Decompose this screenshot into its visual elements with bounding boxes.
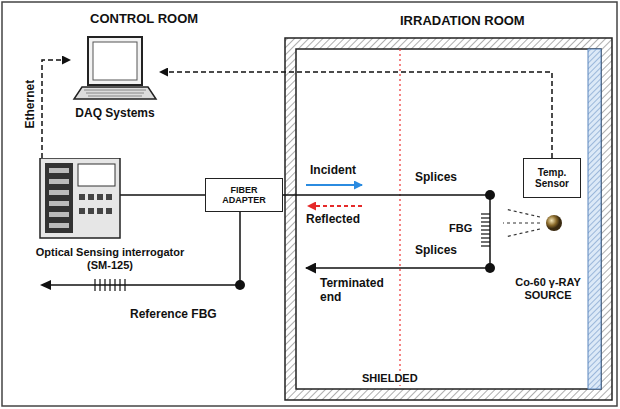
laptop-keys <box>88 96 142 97</box>
node-text: Optical Sensing interrogator (SM-125) <box>25 246 195 271</box>
device-screen <box>78 164 115 186</box>
device-button <box>88 194 94 200</box>
fiber-connector <box>195 194 205 196</box>
device-button <box>97 194 103 200</box>
grating-tick <box>481 237 490 238</box>
shield-wall <box>285 38 612 400</box>
grating-tick <box>481 225 490 226</box>
grating-tick <box>114 279 115 291</box>
room-heading: CONTROL ROOM <box>90 11 198 27</box>
fiber-end-label: Terminated end <box>320 276 390 305</box>
fiber <box>49 284 232 286</box>
device-slot <box>49 179 69 184</box>
source-icon <box>510 208 586 276</box>
daq-computer: DAQ Systems <box>70 35 160 121</box>
laptop-base <box>74 87 156 99</box>
gamma-source-node: Co-60 γ-RAY SOURCE <box>510 208 586 301</box>
boundary-line <box>399 49 400 389</box>
laptop-screen <box>88 37 142 85</box>
laptop-icon <box>70 35 160 103</box>
sensor-box: Temp. Sensor <box>523 158 581 198</box>
splice-dot <box>485 263 495 273</box>
grating-tick <box>99 279 100 291</box>
fiber-connector <box>283 195 490 208</box>
fiber-stub <box>120 194 195 196</box>
gamma-ray <box>503 222 540 223</box>
device-body <box>40 158 120 238</box>
link-label: Ethernet <box>23 74 37 134</box>
grating-tick <box>94 279 95 291</box>
outer-frame <box>2 2 617 406</box>
grating-tick <box>104 279 105 291</box>
node-text: DAQ Systems <box>70 107 160 121</box>
splice-label: Splices <box>415 170 457 184</box>
incident-arrow <box>306 184 362 186</box>
laptop-display <box>93 42 137 80</box>
gamma-source <box>546 215 562 231</box>
device-slot <box>49 212 69 217</box>
grating-tick <box>481 245 490 246</box>
grating-tick <box>481 213 490 214</box>
signal-label: Reflected <box>306 212 360 226</box>
grating-tick <box>119 279 120 291</box>
node-text: FBG <box>445 208 495 235</box>
laptop-keys <box>86 93 144 94</box>
signal-label: Incident <box>310 163 356 177</box>
device-slot <box>49 190 69 195</box>
node-text: Temp. Sensor <box>527 167 577 190</box>
gamma-ray <box>505 209 540 217</box>
grating-tick <box>124 279 125 291</box>
device-button <box>88 208 94 214</box>
adapter-box: FIBER ADAPTER <box>205 178 283 212</box>
splice-label: Splices <box>415 243 457 257</box>
node-text: Co-60 γ-RAY SOURCE <box>510 276 586 301</box>
fiber-connector <box>232 212 240 285</box>
laptop-keys <box>84 90 146 91</box>
reference-fbg: Reference FBG <box>40 272 232 322</box>
interrogator: Optical Sensing interrogator (SM-125) <box>25 158 195 271</box>
fiber-end-arrow <box>40 280 51 290</box>
gamma-ray <box>505 229 540 237</box>
device-button <box>106 208 112 214</box>
grating-tick <box>481 221 490 222</box>
grating-tick <box>481 233 490 234</box>
device-panel <box>45 163 73 233</box>
fiber-connector <box>160 72 552 158</box>
grating-tick <box>481 229 490 230</box>
grating-tick <box>481 217 490 218</box>
reference-grating <box>40 272 232 298</box>
room-region: IRRADATION ROOM Temp. SensorFBG Co-60 γ-RA… <box>285 10 612 400</box>
device-slot <box>49 168 69 173</box>
device-button <box>97 208 103 214</box>
device-button <box>79 208 85 214</box>
grating-tick <box>481 241 490 242</box>
device-button <box>79 194 85 200</box>
device-slot <box>49 223 69 228</box>
terminated-fiber <box>306 252 490 268</box>
interrogator-icon <box>25 158 195 240</box>
device-button <box>106 194 112 200</box>
reflected-arrow <box>308 205 362 207</box>
node-text: Reference FBG <box>40 308 232 322</box>
fiber-connector <box>42 60 70 158</box>
node-text: IRRADATION ROOM <box>285 10 612 29</box>
grating-tick <box>109 279 110 291</box>
source-plate <box>588 49 601 389</box>
node-text: FIBER ADAPTER <box>209 185 279 206</box>
device-slot <box>49 201 69 206</box>
shield-label: SHIELDED <box>360 372 420 385</box>
